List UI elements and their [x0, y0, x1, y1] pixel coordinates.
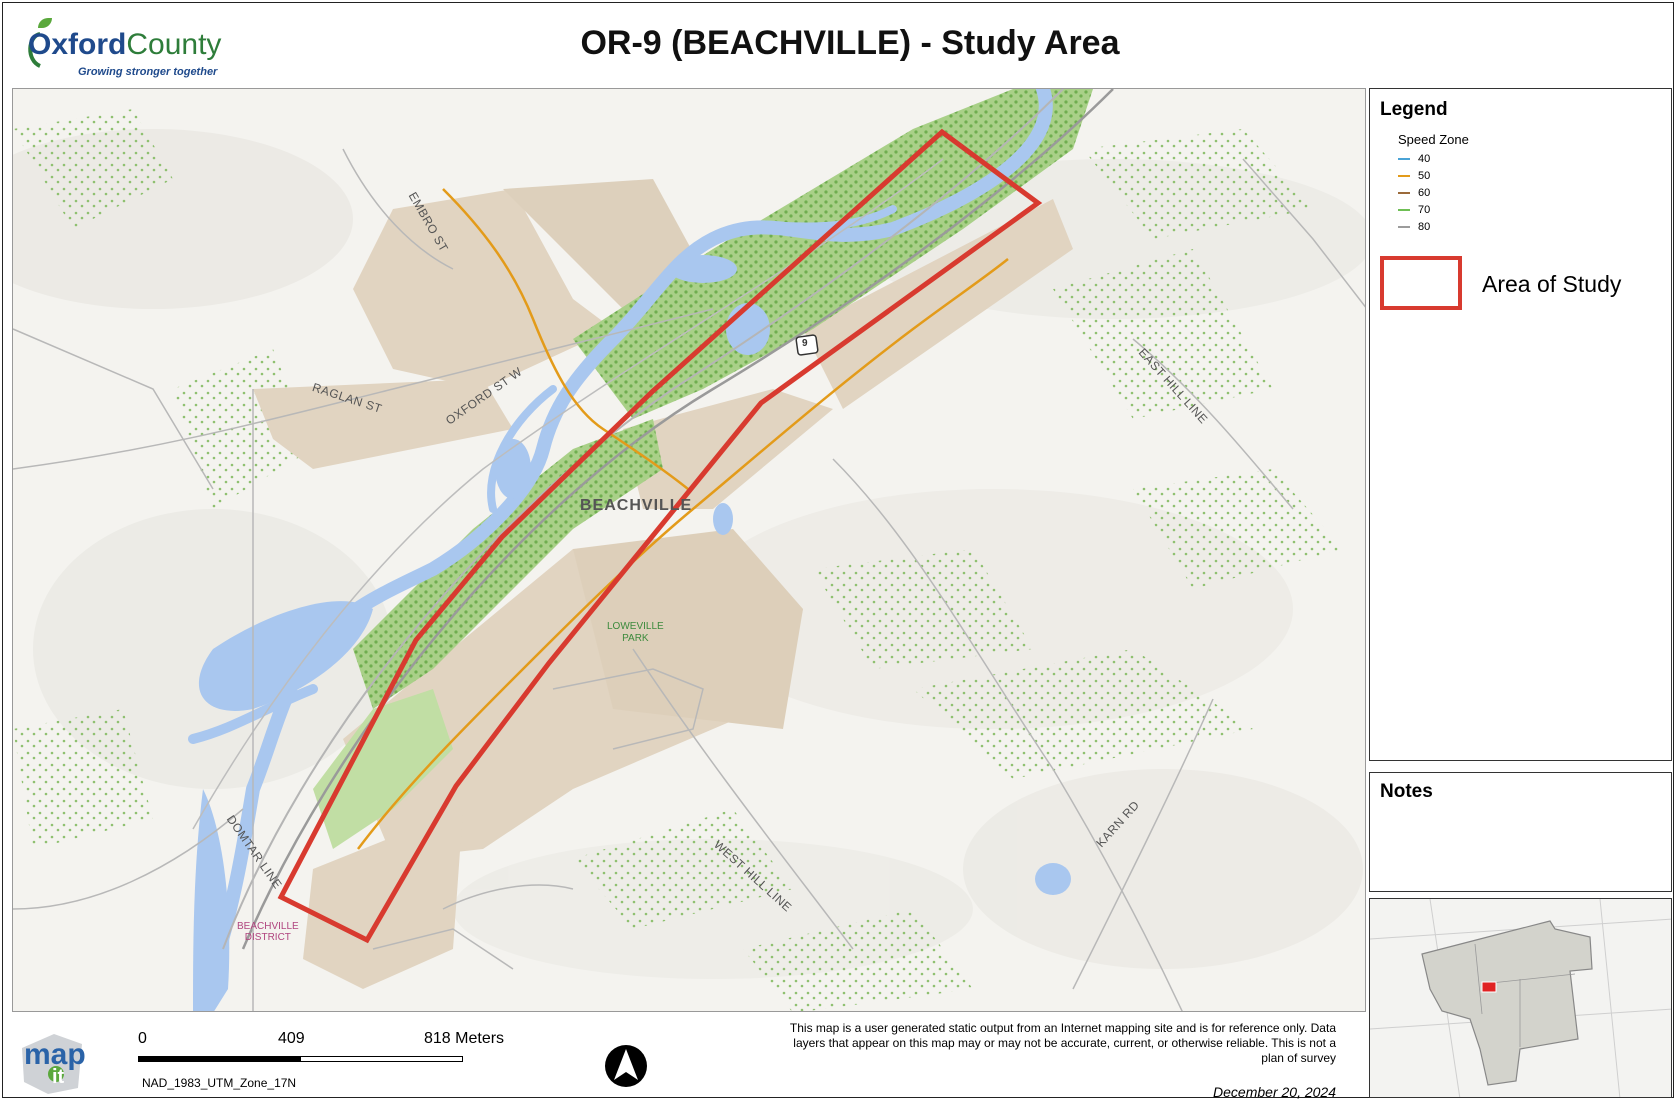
- map-canvas[interactable]: EMBRO ST RAGLAN ST OXFORD ST W EAST HILL…: [12, 88, 1366, 1012]
- mapit-logo-text: map: [24, 1038, 86, 1071]
- legend-title: Legend: [1380, 99, 1448, 120]
- scale-bar-graphic: [138, 1056, 463, 1062]
- speed-zone-swatch: [1398, 158, 1410, 161]
- speed-zone-item: 50: [1398, 170, 1430, 184]
- park-label-line-1: LOWEVILLE: [607, 621, 664, 632]
- speed-zone-swatch: [1398, 209, 1410, 212]
- scale-label-0: 0: [138, 1030, 147, 1047]
- scale-bar: 0 409 818 Meters NAD_1983_UTM_Zone_17N: [138, 1030, 538, 1094]
- inset-location-marker: [1481, 981, 1497, 993]
- highway-9-shield-icon: [795, 334, 819, 356]
- park-label-loweville: LOWEVILLE PARK: [607, 621, 664, 645]
- north-arrow-icon: [604, 1044, 648, 1088]
- legend-panel: Legend Speed Zone 40 50 60 70 80 Area of Stu…: [1369, 88, 1672, 761]
- scale-label-409: 409: [278, 1030, 305, 1047]
- projection-label: NAD_1983_UTM_Zone_17N: [142, 1076, 297, 1090]
- district-label-beachville: BEACHVILLE DISTRICT: [237, 921, 299, 943]
- speed-zone-item: 80: [1398, 221, 1430, 235]
- inset-locator-map[interactable]: [1369, 898, 1672, 1098]
- map-date: December 20, 2024: [1213, 1084, 1336, 1100]
- park-label-line-2: PARK: [622, 633, 649, 644]
- logo-name: OxfordCounty: [28, 28, 221, 62]
- district-label-line-2: DISTRICT: [244, 932, 291, 943]
- logo-c-icon: [28, 32, 42, 68]
- logo-leaf-icon: [38, 18, 52, 28]
- speed-zone-item: 40: [1398, 153, 1430, 167]
- logo-secondary: County: [126, 28, 222, 61]
- road-label-9: 9: [802, 338, 809, 349]
- town-label-beachville: BEACHVILLE: [580, 497, 693, 514]
- map-header: OxfordCounty Growing stronger together O…: [0, 0, 1678, 86]
- speed-zone-label: 70: [1418, 204, 1431, 216]
- scale-label-818: 818 Meters: [424, 1030, 505, 1047]
- speed-zone-swatch: [1398, 192, 1410, 195]
- speed-zone-item: 60: [1398, 187, 1430, 201]
- district-label-line-1: BEACHVILLE: [237, 921, 299, 932]
- mapit-logo-text-2: it: [52, 1066, 65, 1088]
- speed-zone-label: 50: [1418, 170, 1431, 182]
- oxford-county-outline: [1421, 920, 1593, 1086]
- notes-title: Notes: [1380, 781, 1433, 802]
- logo-primary: Oxford: [28, 28, 127, 61]
- local-roads: [13, 148, 1365, 1011]
- inset-map-svg: [1370, 899, 1671, 1097]
- speed-zone-title: Speed Zone: [1398, 132, 1469, 147]
- oxford-county-logo[interactable]: OxfordCounty Growing stronger together: [28, 18, 258, 80]
- logo-tagline: Growing stronger together: [78, 66, 218, 78]
- study-area-legend-label: Area of Study: [1482, 271, 1622, 297]
- speed-zone-label: 40: [1418, 153, 1431, 165]
- study-area-boundary[interactable]: [277, 128, 1043, 944]
- water-bodies: [193, 255, 1071, 1011]
- map-disclaimer: This map is a user generated static outp…: [789, 1021, 1336, 1065]
- mapit-logo[interactable]: map it: [18, 1030, 98, 1096]
- map-svg: [13, 89, 1365, 1011]
- speed-zone-item: 70: [1398, 204, 1430, 218]
- speed-zone-label: 80: [1418, 221, 1431, 233]
- speed-zone-swatch: [1398, 175, 1410, 178]
- map-title: OR-9 (BEACHVILLE) - Study Area: [580, 24, 1120, 62]
- study-area-swatch: [1380, 256, 1462, 310]
- notes-panel: Notes: [1369, 772, 1672, 892]
- speed-zone-road: [357, 188, 1009, 850]
- mapit-logo-icon: [22, 1034, 82, 1094]
- forest-layer: [313, 89, 1093, 849]
- speed-zone-swatch: [1398, 226, 1410, 229]
- speed-zone-label: 60: [1418, 187, 1431, 199]
